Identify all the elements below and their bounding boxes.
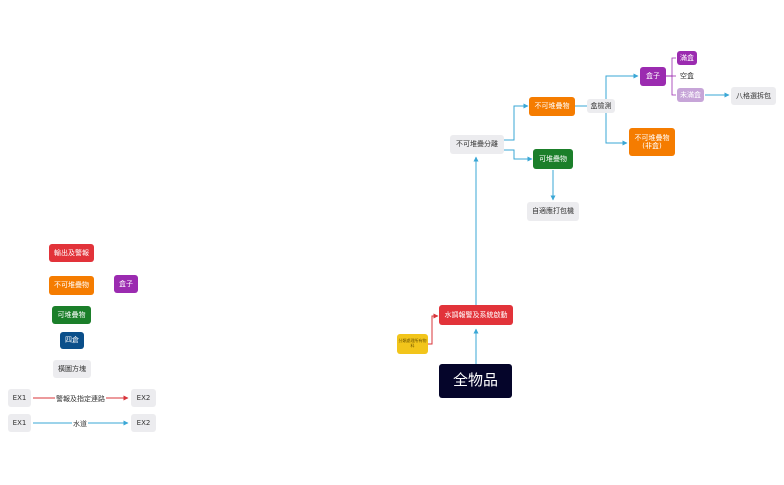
node-empty-box: 空盒 [677, 69, 697, 83]
node-bag-unpack: 八格選拆包 [731, 87, 776, 105]
edge-detect-to-non-box [605, 112, 628, 146]
edge-sort-to-stackable [504, 149, 533, 162]
legend-item-block: 橫圖方塊 [53, 360, 91, 378]
node-full-box: 滿盒 [677, 51, 697, 65]
legend-blue-label: 水道 [72, 419, 88, 429]
legend-item-box: 盒子 [114, 275, 138, 293]
legend-blue-to: EX2 [131, 414, 156, 432]
legend-red-label: 警報及指定連路 [55, 394, 106, 404]
edge-sort-to-non-stackable [504, 103, 529, 141]
legend-red-from: EX1 [8, 389, 31, 407]
node-box: 盒子 [640, 67, 666, 86]
node-non-stackable: 不可堆疊物 [529, 97, 575, 116]
legend-item-output-warning: 輸出及警報 [49, 244, 94, 262]
node-water-warning-system: 水調報警及系統啟動 [439, 305, 513, 325]
legend-item-bin: 四倉 [60, 332, 84, 349]
legend-item-non-stackable: 不可堆疊物 [49, 276, 94, 295]
edge-box-to-not-full [666, 75, 676, 96]
node-not-full-box: 未滿盒 [677, 88, 704, 102]
node-box-detect: 盒檢測 [587, 99, 615, 113]
edge-note-to-water-system [428, 313, 439, 345]
node-stackable: 可堆疊物 [533, 149, 573, 169]
legend-red-to: EX2 [131, 389, 156, 407]
node-non-stackable-non-box: 不可堆疊物 (非盒) [629, 128, 675, 156]
legend-blue-from: EX1 [8, 414, 31, 432]
edge-detect-to-box [605, 73, 639, 100]
node-sort-note: 分類處理所有物料 [397, 334, 428, 354]
legend-item-stackable: 可堆疊物 [52, 306, 91, 324]
node-non-stackable-sort: 不可堆疊分離 [450, 135, 504, 154]
edge-box-to-full [666, 57, 676, 77]
node-auto-pack: 自適應打包機 [527, 202, 579, 221]
node-all-items: 全物品 [439, 364, 512, 398]
